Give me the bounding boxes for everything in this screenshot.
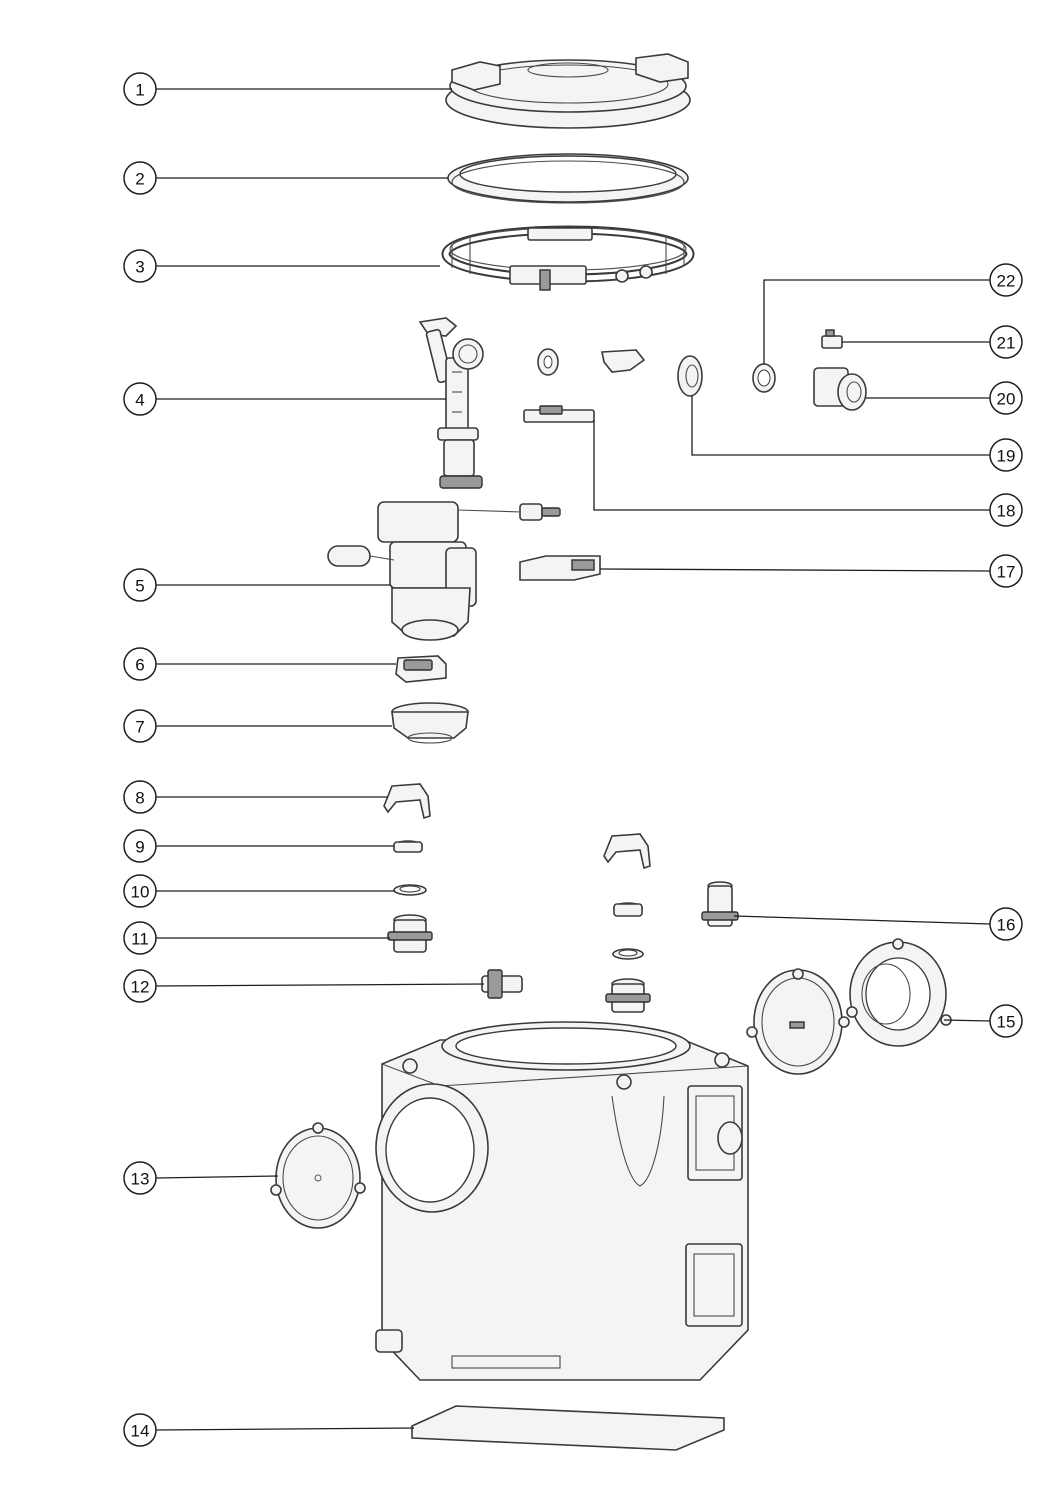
callout-5: 5 (123, 568, 157, 602)
part-riser-assembly (418, 317, 484, 489)
svg-text:15: 15 (997, 1013, 1016, 1032)
callout-19: 19 (989, 438, 1023, 472)
leader-13 (155, 1175, 279, 1179)
svg-text:13: 13 (131, 1170, 150, 1189)
svg-text:19: 19 (997, 447, 1016, 466)
leader-15 (943, 1019, 991, 1022)
svg-text:11: 11 (131, 930, 149, 949)
svg-text:20: 20 (997, 390, 1016, 409)
part-adapter-left (393, 840, 423, 853)
callout-12: 12 (123, 969, 157, 1003)
part-impeller-housing (391, 702, 469, 744)
callout-9: 9 (123, 829, 157, 863)
svg-text:16: 16 (997, 916, 1016, 935)
leader-18 (593, 420, 990, 511)
part-gasket (752, 363, 776, 393)
callout-17: 17 (989, 554, 1023, 588)
part-seal-ring (447, 153, 689, 204)
part-hose-fitting-left (387, 914, 433, 953)
part-grommet (537, 348, 559, 376)
leader-12 (155, 983, 485, 987)
svg-text:12: 12 (131, 978, 150, 997)
svg-text:2: 2 (135, 170, 144, 189)
svg-text:7: 7 (135, 718, 144, 737)
svg-text:18: 18 (997, 502, 1016, 521)
part-o-ring-left (393, 884, 427, 896)
callout-15: 15 (989, 1004, 1023, 1038)
callout-16: 16 (989, 907, 1023, 941)
callout-10: 10 (123, 874, 157, 908)
callout-8: 8 (123, 780, 157, 814)
svg-text:21: 21 (997, 334, 1016, 353)
part-tank-body (375, 1021, 749, 1381)
part-clip-left (383, 783, 431, 820)
leader-14 (155, 1427, 415, 1431)
callout-3: 3 (123, 249, 157, 283)
part-strip-bracket (523, 405, 595, 423)
svg-text:8: 8 (135, 789, 144, 808)
callout-4: 4 (123, 382, 157, 416)
callout-20: 20 (989, 381, 1023, 415)
part-pump-unit (327, 501, 561, 641)
part-clip-right (603, 833, 651, 870)
svg-text:9: 9 (135, 838, 144, 857)
svg-text:4: 4 (135, 391, 144, 410)
leader-19 (691, 396, 990, 456)
svg-text:5: 5 (135, 577, 144, 596)
leader-16 (733, 915, 991, 925)
callout-7: 7 (123, 709, 157, 743)
part-connector-block (395, 655, 447, 683)
part-hose-fitting-right (605, 978, 651, 1013)
callout-11: 11 (123, 921, 157, 955)
leader-17 (599, 568, 991, 572)
leader-lines (155, 88, 991, 1431)
svg-text:22: 22 (997, 272, 1016, 291)
part-adapter-right (613, 902, 643, 917)
callout-14: 14 (123, 1413, 157, 1447)
callout-6: 6 (123, 647, 157, 681)
leader-22 (763, 279, 990, 364)
part-clamping-ring (441, 225, 695, 291)
svg-text:6: 6 (135, 656, 144, 675)
part-side-cover (270, 1122, 366, 1229)
part-lid (445, 53, 691, 129)
part-o-ring-right (612, 948, 644, 960)
part-small-connector (821, 329, 843, 349)
part-flange-covers (746, 938, 952, 1075)
callout-2: 2 (123, 161, 157, 195)
svg-text:3: 3 (135, 258, 144, 277)
svg-text:10: 10 (131, 883, 150, 902)
part-rectangular-cover (519, 555, 601, 581)
part-check-valve (813, 367, 867, 411)
part-latch (601, 349, 646, 373)
svg-text:1: 1 (135, 81, 144, 100)
callout-22: 22 (989, 263, 1023, 297)
part-base-plate (411, 1405, 725, 1451)
svg-text:17: 17 (997, 563, 1016, 582)
callout-1: 1 (123, 72, 157, 106)
part-round-valve (677, 355, 703, 397)
callout-13: 13 (123, 1161, 157, 1195)
part-bracket (481, 969, 523, 999)
callout-18: 18 (989, 493, 1023, 527)
callout-21: 21 (989, 325, 1023, 359)
part-vent-nozzle (701, 881, 739, 927)
svg-text:14: 14 (131, 1422, 150, 1441)
